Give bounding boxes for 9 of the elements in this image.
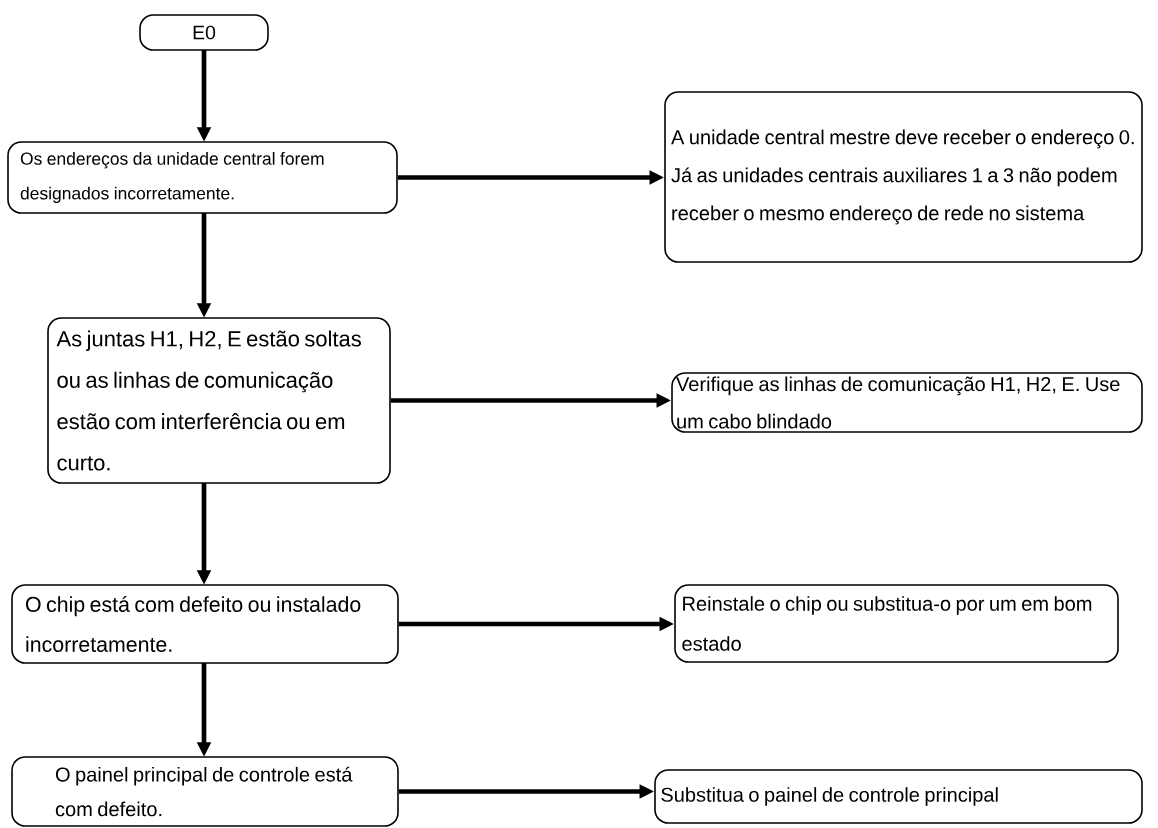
process-box: Os endereços da unidade central forem designados incorretamente. [7,141,398,214]
process-box: Substitua o painel de controle principal [654,769,1143,824]
process-box: E0 [139,14,269,51]
process-box: A unidade central mestre deve receber o endereço 0. Já as unidades centrais auxiliares 1 a 3 não podem receber o mesmo endereço de rede no sistema [664,91,1143,263]
process-box: Reinstale o chip ou substitua-o por um em bom estado [674,584,1119,663]
process-box: As juntas H1, H2, E estão soltas ou as linhas de comunicação estão com interferência ou em curto. [47,317,391,484]
process-box: O chip está com defeito ou instalado incorretamente. [11,584,399,664]
process-box: O painel principal de controle está com defeito. [11,756,399,827]
process-box: Verifique as linhas de comunicação H1, H2, E. Use um cabo blindado [671,372,1143,433]
